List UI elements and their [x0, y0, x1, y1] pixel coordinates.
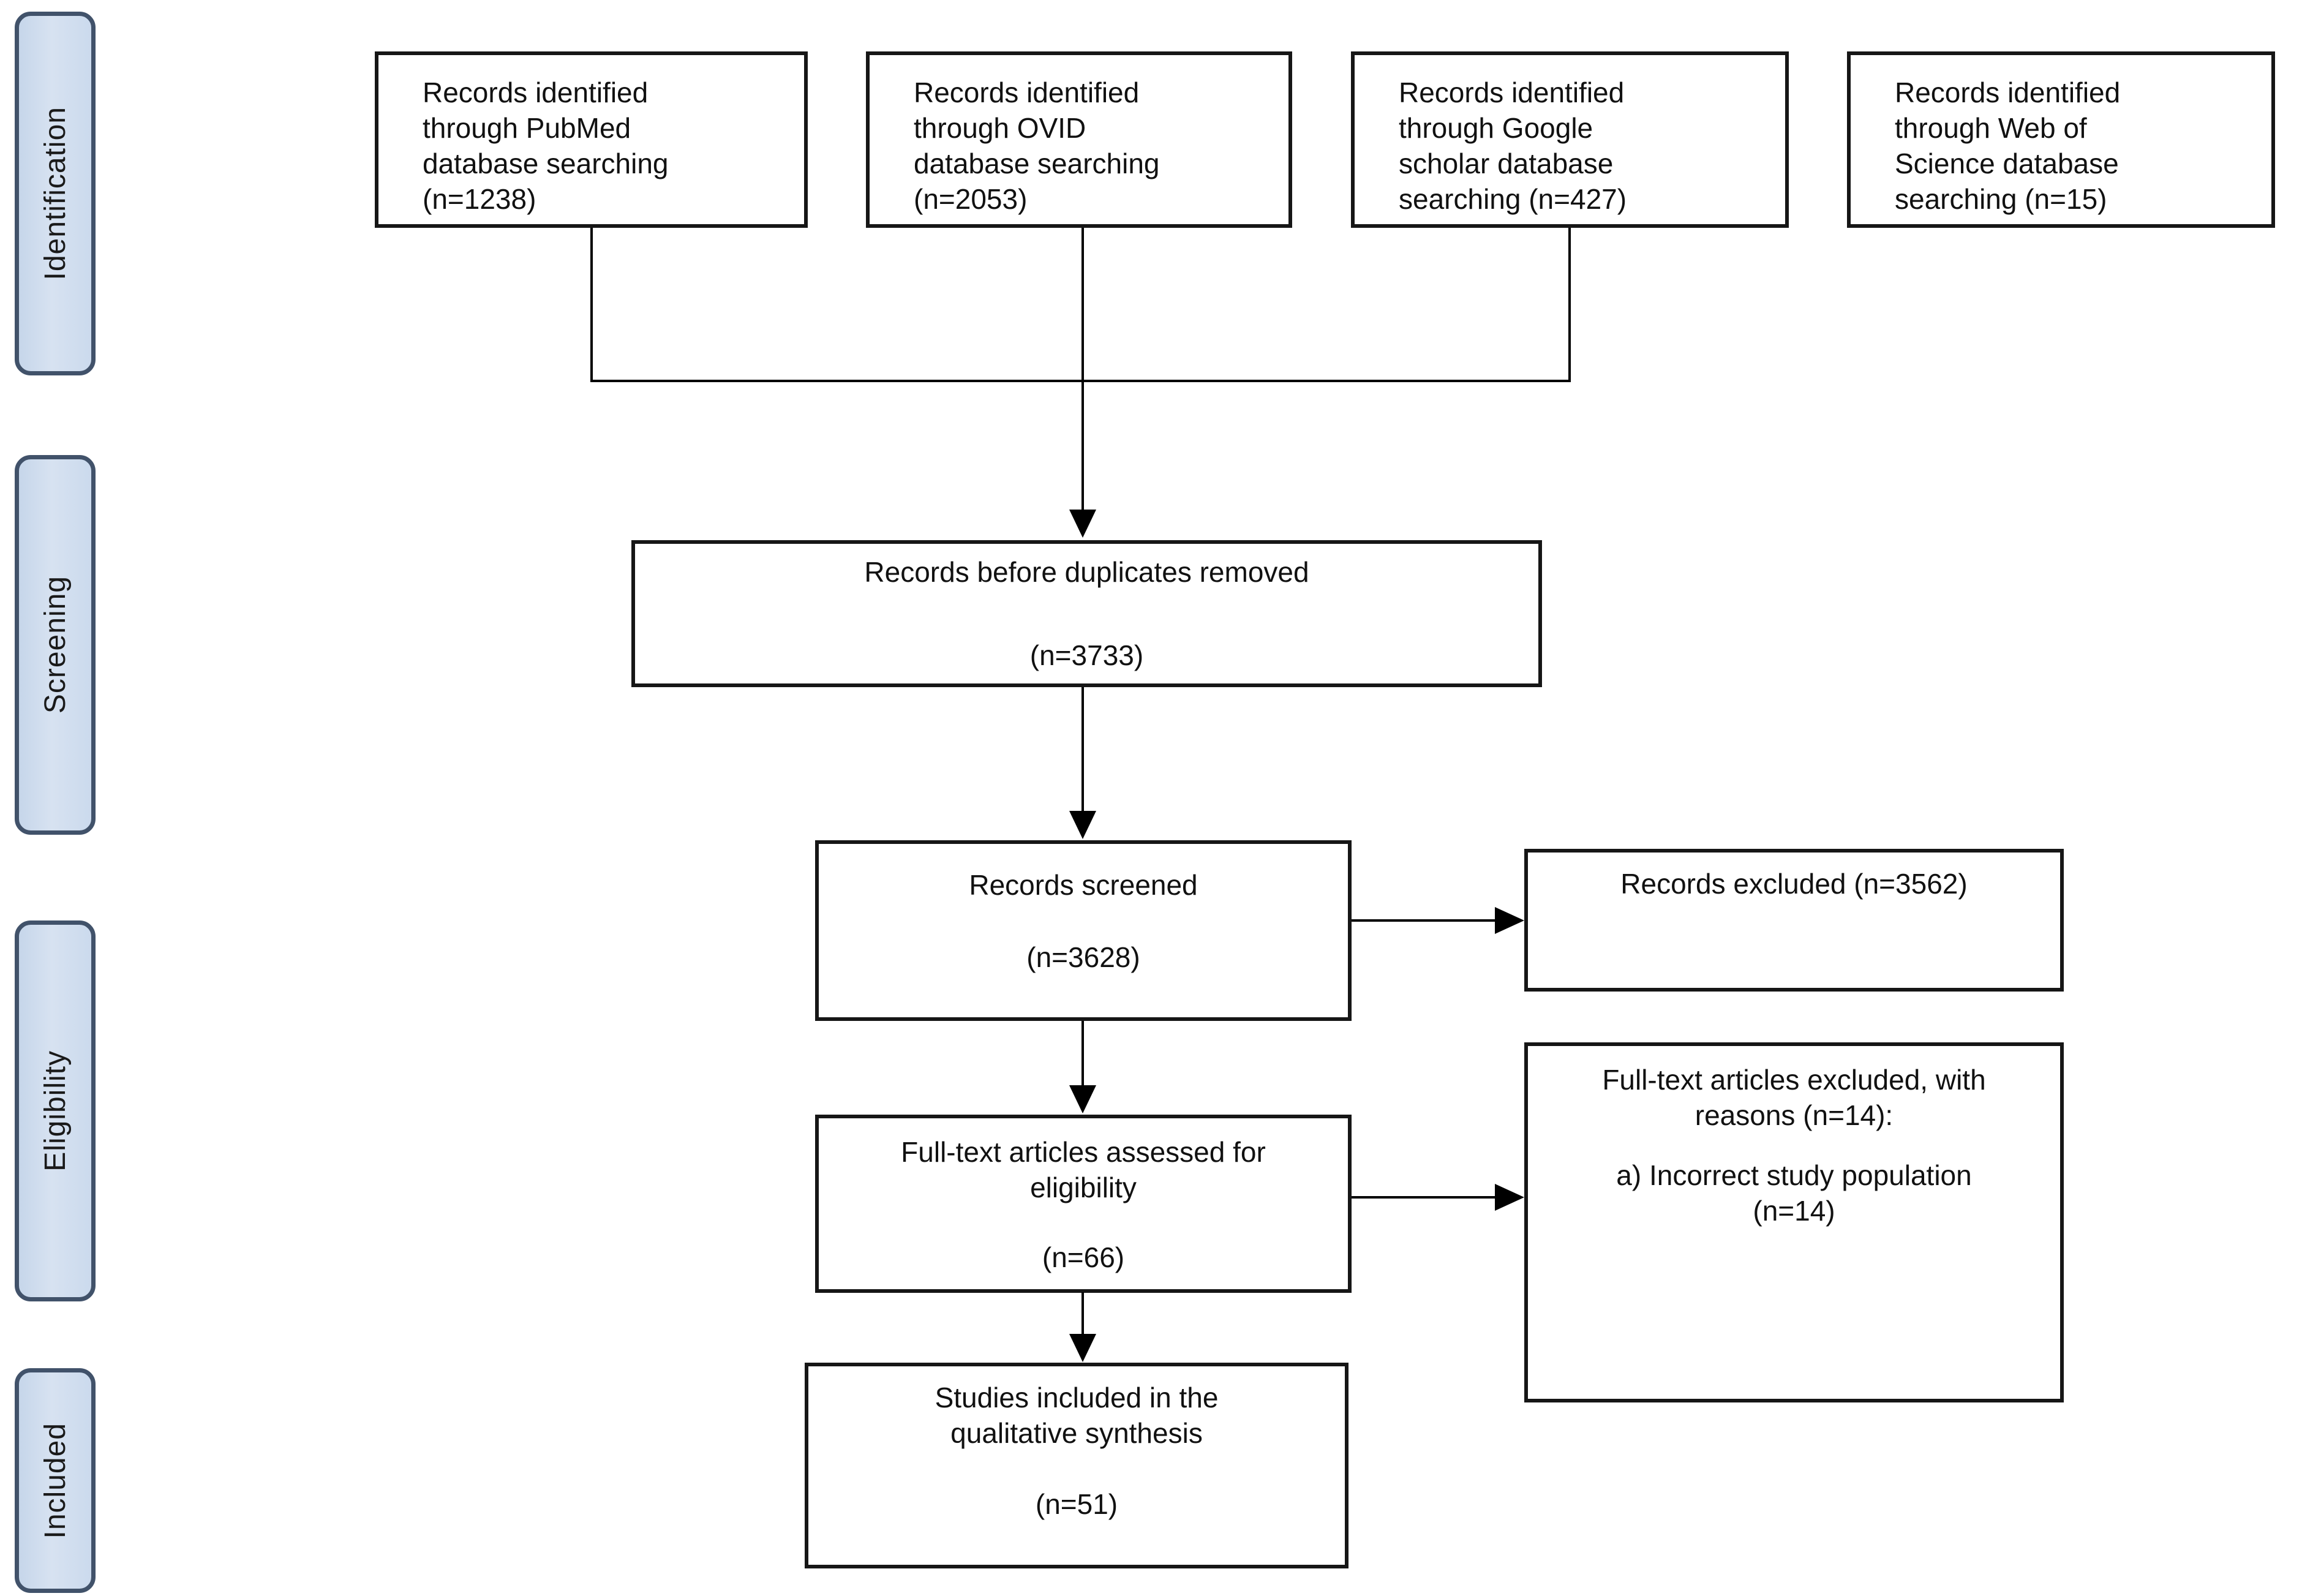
box-records-pubmed-text: Records identified through PubMed databa… — [423, 77, 669, 215]
box-records-web-of-science: Records identified through Web of Scienc… — [1847, 51, 2275, 228]
connector-collector-horizontal — [590, 380, 1571, 382]
arrowhead-to-duplicates — [1069, 510, 1096, 538]
box-fulltext-excluded-heading: Full-text articles excluded, with reason… — [1602, 1064, 1986, 1131]
box-records-ovid-text: Records identified through OVID database… — [914, 77, 1160, 215]
box-fulltext-assessed: Full-text articles assessed for eligibil… — [815, 1115, 1352, 1293]
stage-pill-included: Included — [15, 1368, 96, 1593]
box-records-pubmed: Records identified through PubMed databa… — [375, 51, 808, 228]
box-records-ovid: Records identified through OVID database… — [866, 51, 1292, 228]
stage-label-included: Included — [39, 1422, 72, 1539]
box-records-before-duplicates-count: (n=3733) — [1029, 639, 1144, 671]
box-studies-included: Studies included in the qualitative synt… — [805, 1363, 1348, 1568]
box-studies-included-count: (n=51) — [1035, 1488, 1118, 1520]
connector-ovid-down — [1081, 228, 1084, 382]
box-records-before-duplicates: Records before duplicates removed (n=373… — [631, 540, 1542, 687]
stage-pill-identification: Identification — [15, 12, 96, 375]
box-fulltext-assessed-label: Full-text articles assessed for eligibil… — [901, 1136, 1266, 1203]
arrowhead-to-ft-excluded — [1495, 1184, 1524, 1211]
stage-pill-screening: Screening — [15, 455, 96, 835]
box-records-screened: Records screened (n=3628) — [815, 840, 1352, 1021]
box-records-excluded-label: Records excluded (n=3562) — [1620, 868, 1968, 900]
box-fulltext-assessed-count: (n=66) — [1042, 1241, 1125, 1273]
arrowhead-to-screened — [1069, 811, 1096, 839]
connector-google-down — [1568, 228, 1571, 382]
connector-screened-to-assessed — [1081, 1021, 1084, 1088]
box-records-before-duplicates-label: Records before duplicates removed — [864, 556, 1309, 588]
box-studies-included-label: Studies included in the qualitative synt… — [935, 1382, 1219, 1449]
box-records-screened-count: (n=3628) — [1026, 941, 1140, 973]
box-records-excluded: Records excluded (n=3562) — [1524, 849, 2064, 992]
connector-screened-to-excluded — [1352, 919, 1496, 922]
connector-assessed-to-included — [1081, 1292, 1084, 1336]
connector-pubmed-down — [590, 228, 593, 382]
arrowhead-to-included — [1069, 1334, 1096, 1362]
box-records-web-of-science-text: Records identified through Web of Scienc… — [1895, 77, 2121, 215]
box-fulltext-excluded-reason: a) Incorrect study population (n=14) — [1616, 1159, 1972, 1227]
arrowhead-to-assessed — [1069, 1085, 1096, 1113]
stage-label-eligibility: Eligibility — [39, 1050, 72, 1172]
box-records-screened-label: Records screened — [969, 869, 1198, 901]
connector-assessed-to-ft-excluded — [1352, 1196, 1496, 1199]
box-fulltext-excluded: Full-text articles excluded, with reason… — [1524, 1042, 2064, 1402]
stage-pill-eligibility: Eligibility — [15, 920, 96, 1301]
box-records-google-scholar: Records identified through Google schola… — [1351, 51, 1789, 228]
box-records-google-scholar-text: Records identified through Google schola… — [1399, 77, 1627, 215]
connector-duplicates-to-screened — [1081, 687, 1084, 813]
stage-label-identification: Identification — [39, 107, 72, 280]
stage-label-screening: Screening — [39, 576, 72, 714]
connector-to-duplicates — [1081, 380, 1084, 510]
arrowhead-to-excluded — [1495, 907, 1524, 934]
